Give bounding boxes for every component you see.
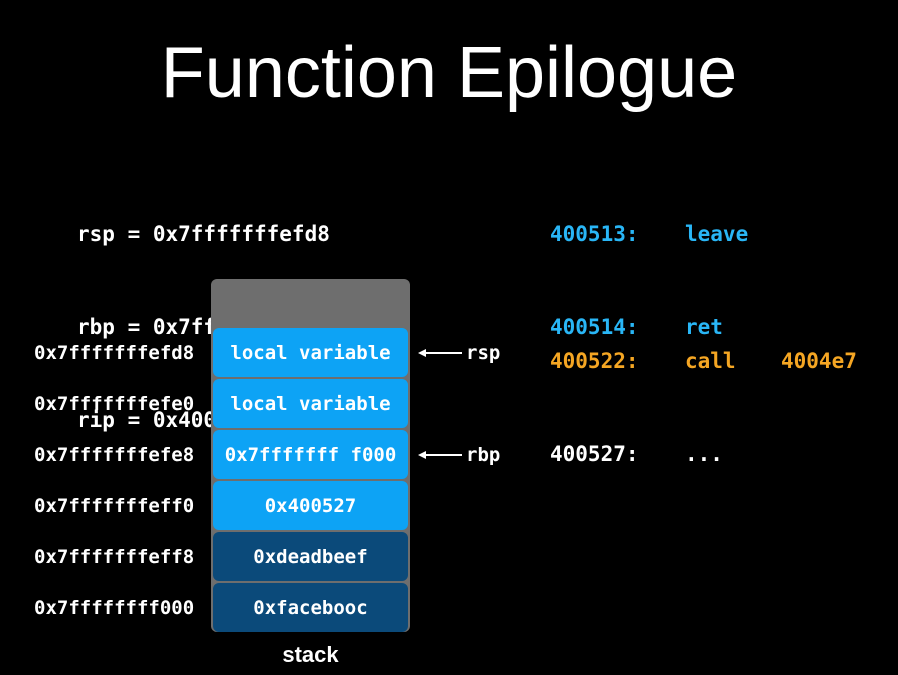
asm-block-caller: 400522: call 4004e7 400527: ... (550, 284, 857, 501)
asm-line: 400514: ret (550, 312, 781, 343)
stack-cell: 0xdeadbeef (213, 532, 408, 581)
asm-instruction: call (685, 349, 736, 373)
register-rsp: rsp = 0x7fffffffefd8 (77, 222, 330, 246)
asm-line: 400522: call 4004e7 (550, 346, 857, 377)
left-arrow-icon (418, 450, 462, 459)
asm-instruction: ... (685, 442, 723, 466)
stack-address: 0x7fffffffeff8 (34, 545, 195, 568)
asm-instruction: leave (685, 222, 749, 246)
asm-line: 400527: ... (550, 439, 857, 470)
stack-cell: local variable (213, 328, 408, 377)
stack-address: 0x7fffffffeff0 (34, 494, 195, 517)
stack-address: 0x7ffffffff000 (34, 596, 195, 619)
stack-label: stack (282, 642, 339, 667)
rsp-label: rsp (466, 341, 501, 364)
rbp-pointer: rbp (418, 430, 500, 479)
stack-cell: 0xfacebooc (213, 583, 408, 632)
asm-address: 400527: (550, 442, 639, 466)
asm-address: 400514: (550, 315, 639, 339)
asm-instruction: ret (685, 315, 723, 339)
asm-block-epilogue: 400513: leave 400514: ret (550, 157, 781, 374)
slide-title: Function Epilogue (160, 33, 738, 113)
rbp-label: rbp (466, 443, 501, 466)
stack-cell: local variable (213, 379, 408, 428)
stack-cell: 0x400527 (213, 481, 408, 530)
stack-cell: 0x7fffffff f000 (213, 430, 408, 479)
stack-address: 0x7fffffffefe0 (34, 392, 195, 415)
asm-address: 400522: (550, 349, 639, 373)
asm-address: 400513: (550, 222, 639, 246)
asm-argument: 4004e7 (781, 349, 857, 373)
stack-address: 0x7fffffffefe8 (34, 443, 195, 466)
asm-line: 400513: leave (550, 219, 781, 250)
stack-address: 0x7fffffffefd8 (34, 341, 195, 364)
rsp-pointer: rsp (418, 328, 500, 377)
left-arrow-icon (418, 348, 462, 357)
